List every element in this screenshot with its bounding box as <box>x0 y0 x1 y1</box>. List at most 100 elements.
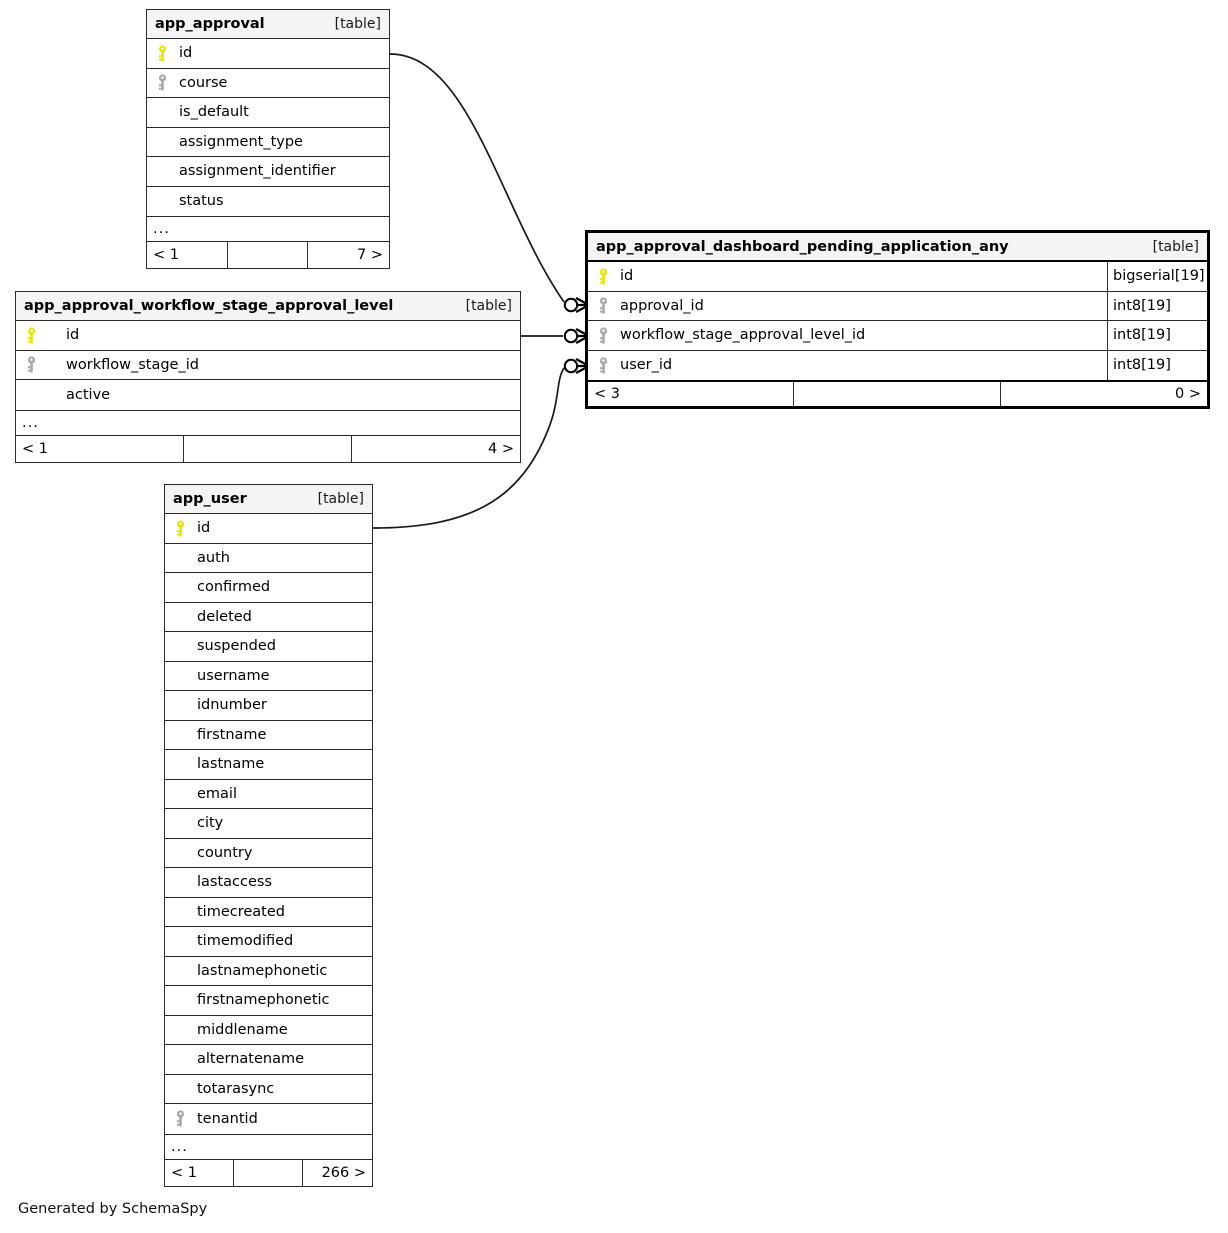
table-row[interactable]: middlename <box>165 1016 372 1045</box>
table-row[interactable]: confirmed <box>165 573 372 603</box>
generator-credit: Generated by SchemaSpy <box>18 1201 208 1217</box>
table-app-approval-dashboard-pending-application-any[interactable]: app_approval_dashboard_pending_applicati… <box>585 230 1210 409</box>
table-row[interactable]: totarasync <box>165 1075 372 1104</box>
table-name: app_user <box>173 491 247 507</box>
edge-app-approval-to-approval-id <box>389 53 565 303</box>
table-type-tag: [table] <box>317 491 364 507</box>
foreign-key-icon <box>165 1110 193 1127</box>
table-row[interactable]: id bigserial[19] <box>588 262 1207 292</box>
table-type-tag: [table] <box>465 298 512 314</box>
table-row[interactable]: is_default <box>147 98 389 128</box>
table-row[interactable]: id <box>165 514 372 544</box>
column-name: workflow_stage_approval_level_id <box>620 327 866 344</box>
table-row[interactable]: approval_id int8[19] <box>588 291 1207 321</box>
table-row[interactable]: idnumber <box>165 691 372 721</box>
table-row[interactable]: tenantid <box>165 1104 372 1134</box>
table-row[interactable]: timemodified <box>165 927 372 957</box>
column-name: assignment_identifier <box>179 163 336 180</box>
column-name: idnumber <box>197 697 267 714</box>
foreign-key-icon <box>16 356 44 373</box>
table-row[interactable]: assignment_identifier <box>147 157 389 187</box>
incoming-relations-count[interactable]: < 1 <box>147 242 228 268</box>
column-name: timecreated <box>197 903 285 920</box>
table-app-approval-workflow-stage-approval-level[interactable]: app_approval_workflow_stage_approval_lev… <box>15 291 521 463</box>
column-name: id <box>179 45 193 62</box>
table-footer: < 1 7 > <box>147 242 389 268</box>
more-columns-indicator: ... <box>165 1133 372 1160</box>
primary-key-icon <box>147 45 175 62</box>
table-row[interactable]: lastnamephonetic <box>165 957 372 986</box>
column-name: username <box>197 667 270 684</box>
foreign-key-icon <box>588 297 616 314</box>
column-name: id <box>197 520 211 537</box>
table-row[interactable]: email <box>165 780 372 809</box>
table-row[interactable]: deleted <box>165 603 372 632</box>
table-header: app_user [table] <box>165 485 372 514</box>
footer-middle-cell <box>184 435 352 462</box>
table-row[interactable]: assignment_type <box>147 128 389 157</box>
incoming-relations-count[interactable]: < 1 <box>16 435 184 462</box>
column-name: suspended <box>197 638 276 655</box>
table-header: app_approval [table] <box>147 10 389 39</box>
table-header: app_approval_dashboard_pending_applicati… <box>588 233 1207 262</box>
outgoing-relations-count[interactable]: 266 > <box>321 1164 366 1181</box>
table-row[interactable]: lastname <box>165 750 372 780</box>
column-list: id workflow_stage_id active <box>16 321 520 410</box>
footer-middle-cell <box>228 242 309 268</box>
table-row[interactable]: suspended <box>165 632 372 662</box>
column-name: lastnamephonetic <box>197 962 328 979</box>
incoming-relations-count[interactable]: < 3 <box>588 382 795 406</box>
primary-key-icon <box>165 520 193 537</box>
column-name: alternatename <box>197 1051 305 1068</box>
table-app-user[interactable]: app_user [table] id auth confirmed deleted s… <box>164 484 373 1187</box>
column-name: id <box>620 268 634 285</box>
table-row[interactable]: id <box>16 321 520 351</box>
table-name: app_approval_dashboard_pending_applicati… <box>596 238 1009 255</box>
column-name: firstnamephonetic <box>197 992 330 1009</box>
table-row[interactable]: alternatename <box>165 1045 372 1075</box>
table-row[interactable]: firstname <box>165 721 372 750</box>
more-columns-indicator: ... <box>147 216 389 242</box>
table-row[interactable]: id <box>147 39 389 69</box>
outgoing-relations-count[interactable]: 7 > <box>357 247 384 263</box>
column-name: email <box>197 785 237 802</box>
table-row[interactable]: status <box>147 187 389 217</box>
outgoing-relations-count[interactable]: 4 > <box>488 440 514 457</box>
incoming-relations-count[interactable]: < 1 <box>165 1159 234 1186</box>
foreign-key-icon <box>588 327 616 344</box>
column-name: auth <box>197 549 230 566</box>
table-row[interactable]: workflow_stage_approval_level_id int8[19… <box>588 321 1207 351</box>
table-row[interactable]: active <box>16 380 520 410</box>
column-name: workflow_stage_id <box>66 356 199 373</box>
table-header: app_approval_workflow_stage_approval_lev… <box>16 292 520 321</box>
more-columns-indicator: ... <box>16 409 520 436</box>
column-name: lastname <box>197 756 265 773</box>
table-type-tag: [table] <box>334 16 381 32</box>
table-type-tag: [table] <box>1152 238 1199 255</box>
column-list: id course is_default assignment_type ass… <box>147 39 389 216</box>
primary-key-icon <box>16 327 44 344</box>
table-row[interactable]: auth <box>165 544 372 573</box>
outgoing-relations-count[interactable]: 0 > <box>1175 386 1201 402</box>
column-name: deleted <box>197 608 252 625</box>
column-name: tenantid <box>197 1110 258 1127</box>
table-row[interactable]: country <box>165 839 372 868</box>
table-row[interactable]: course <box>147 69 389 98</box>
table-row[interactable]: workflow_stage_id <box>16 351 520 380</box>
table-row[interactable]: city <box>165 809 372 839</box>
column-name: country <box>197 844 253 861</box>
column-name: course <box>179 74 228 91</box>
table-row[interactable]: lastaccess <box>165 868 372 898</box>
table-row[interactable]: timecreated <box>165 898 372 927</box>
primary-key-icon <box>588 268 616 285</box>
table-app-approval[interactable]: app_approval [table] id course is_defaul… <box>146 9 390 269</box>
table-footer: < 3 0 > <box>588 380 1207 406</box>
column-name: firstname <box>197 726 267 743</box>
column-list: id auth confirmed deleted suspended username i… <box>165 514 372 1134</box>
table-row[interactable]: firstnamephonetic <box>165 986 372 1016</box>
column-name: active <box>66 386 111 403</box>
foreign-key-icon <box>588 357 616 374</box>
table-row[interactable]: user_id int8[19] <box>588 350 1207 380</box>
table-row[interactable]: username <box>165 662 372 691</box>
